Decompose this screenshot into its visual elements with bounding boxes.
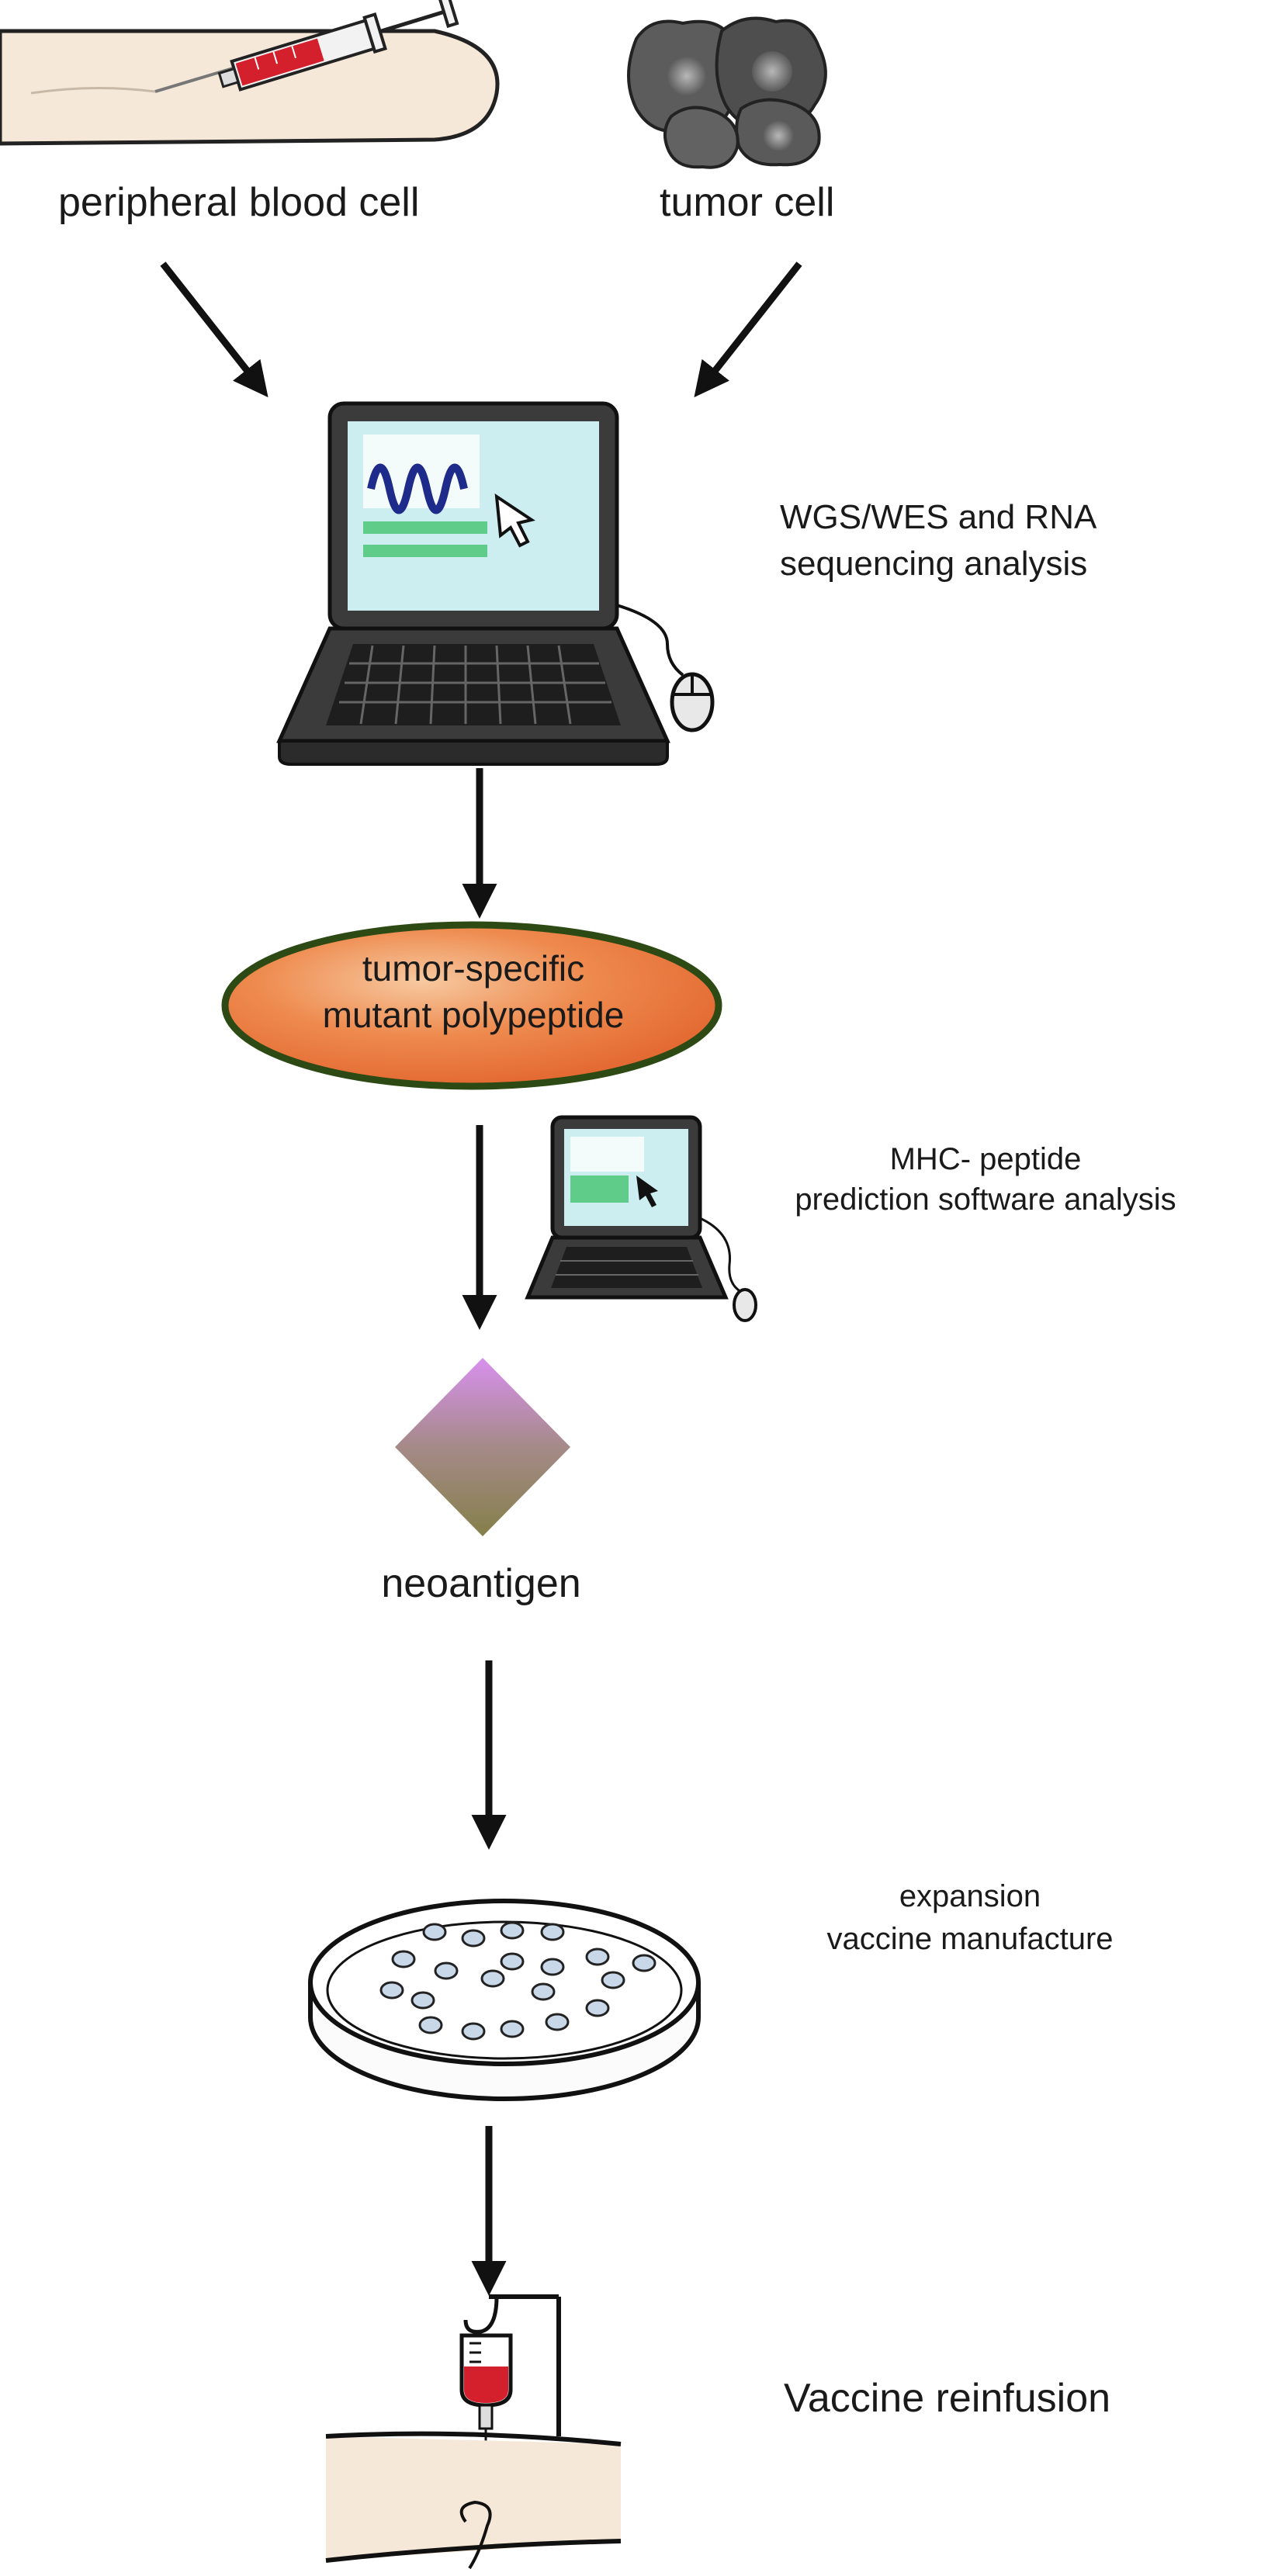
polypeptide-label-line2: mutant polypeptide [322,995,625,1035]
arrow-tumor-to-sequencing [694,261,802,398]
petri-dish-illustration [308,1899,701,2101]
arrow-blood-to-sequencing [160,261,268,398]
sequencing-label-line1: WGS/WES and RNA [780,498,1097,536]
expansion-label-line2: vaccine manufacture [826,1922,1114,1956]
neoantigen-label: neoantigen [381,1561,581,1606]
vaccine-reinfusion-label: Vaccine reinfusion [784,2376,1111,2421]
tumor-cell-label: tumor cell [660,180,835,225]
prediction-label-line2: prediction software analysis [795,1182,1176,1217]
prediction-label-line1: MHC- peptide [889,1142,1082,1176]
iv-drip-illustration [459,2294,561,2545]
peripheral-blood-cell-label: peripheral blood cell [58,180,420,225]
polypeptide-label-line1: tumor-specific [362,948,585,989]
sequencing-label-line2: sequencing analysis [780,545,1088,583]
arm-syringe-illustration [0,0,500,146]
polypeptide-ellipse [221,921,722,1090]
expansion-label-line1: expansion [899,1879,1041,1913]
sequencing-laptop-illustration [276,401,715,766]
reinfusion-arm-illustration [325,2431,622,2570]
neoantigen-diamond [395,1358,570,1536]
tumor-cells-illustration [627,16,827,169]
prediction-laptop-illustration [525,1115,757,1322]
